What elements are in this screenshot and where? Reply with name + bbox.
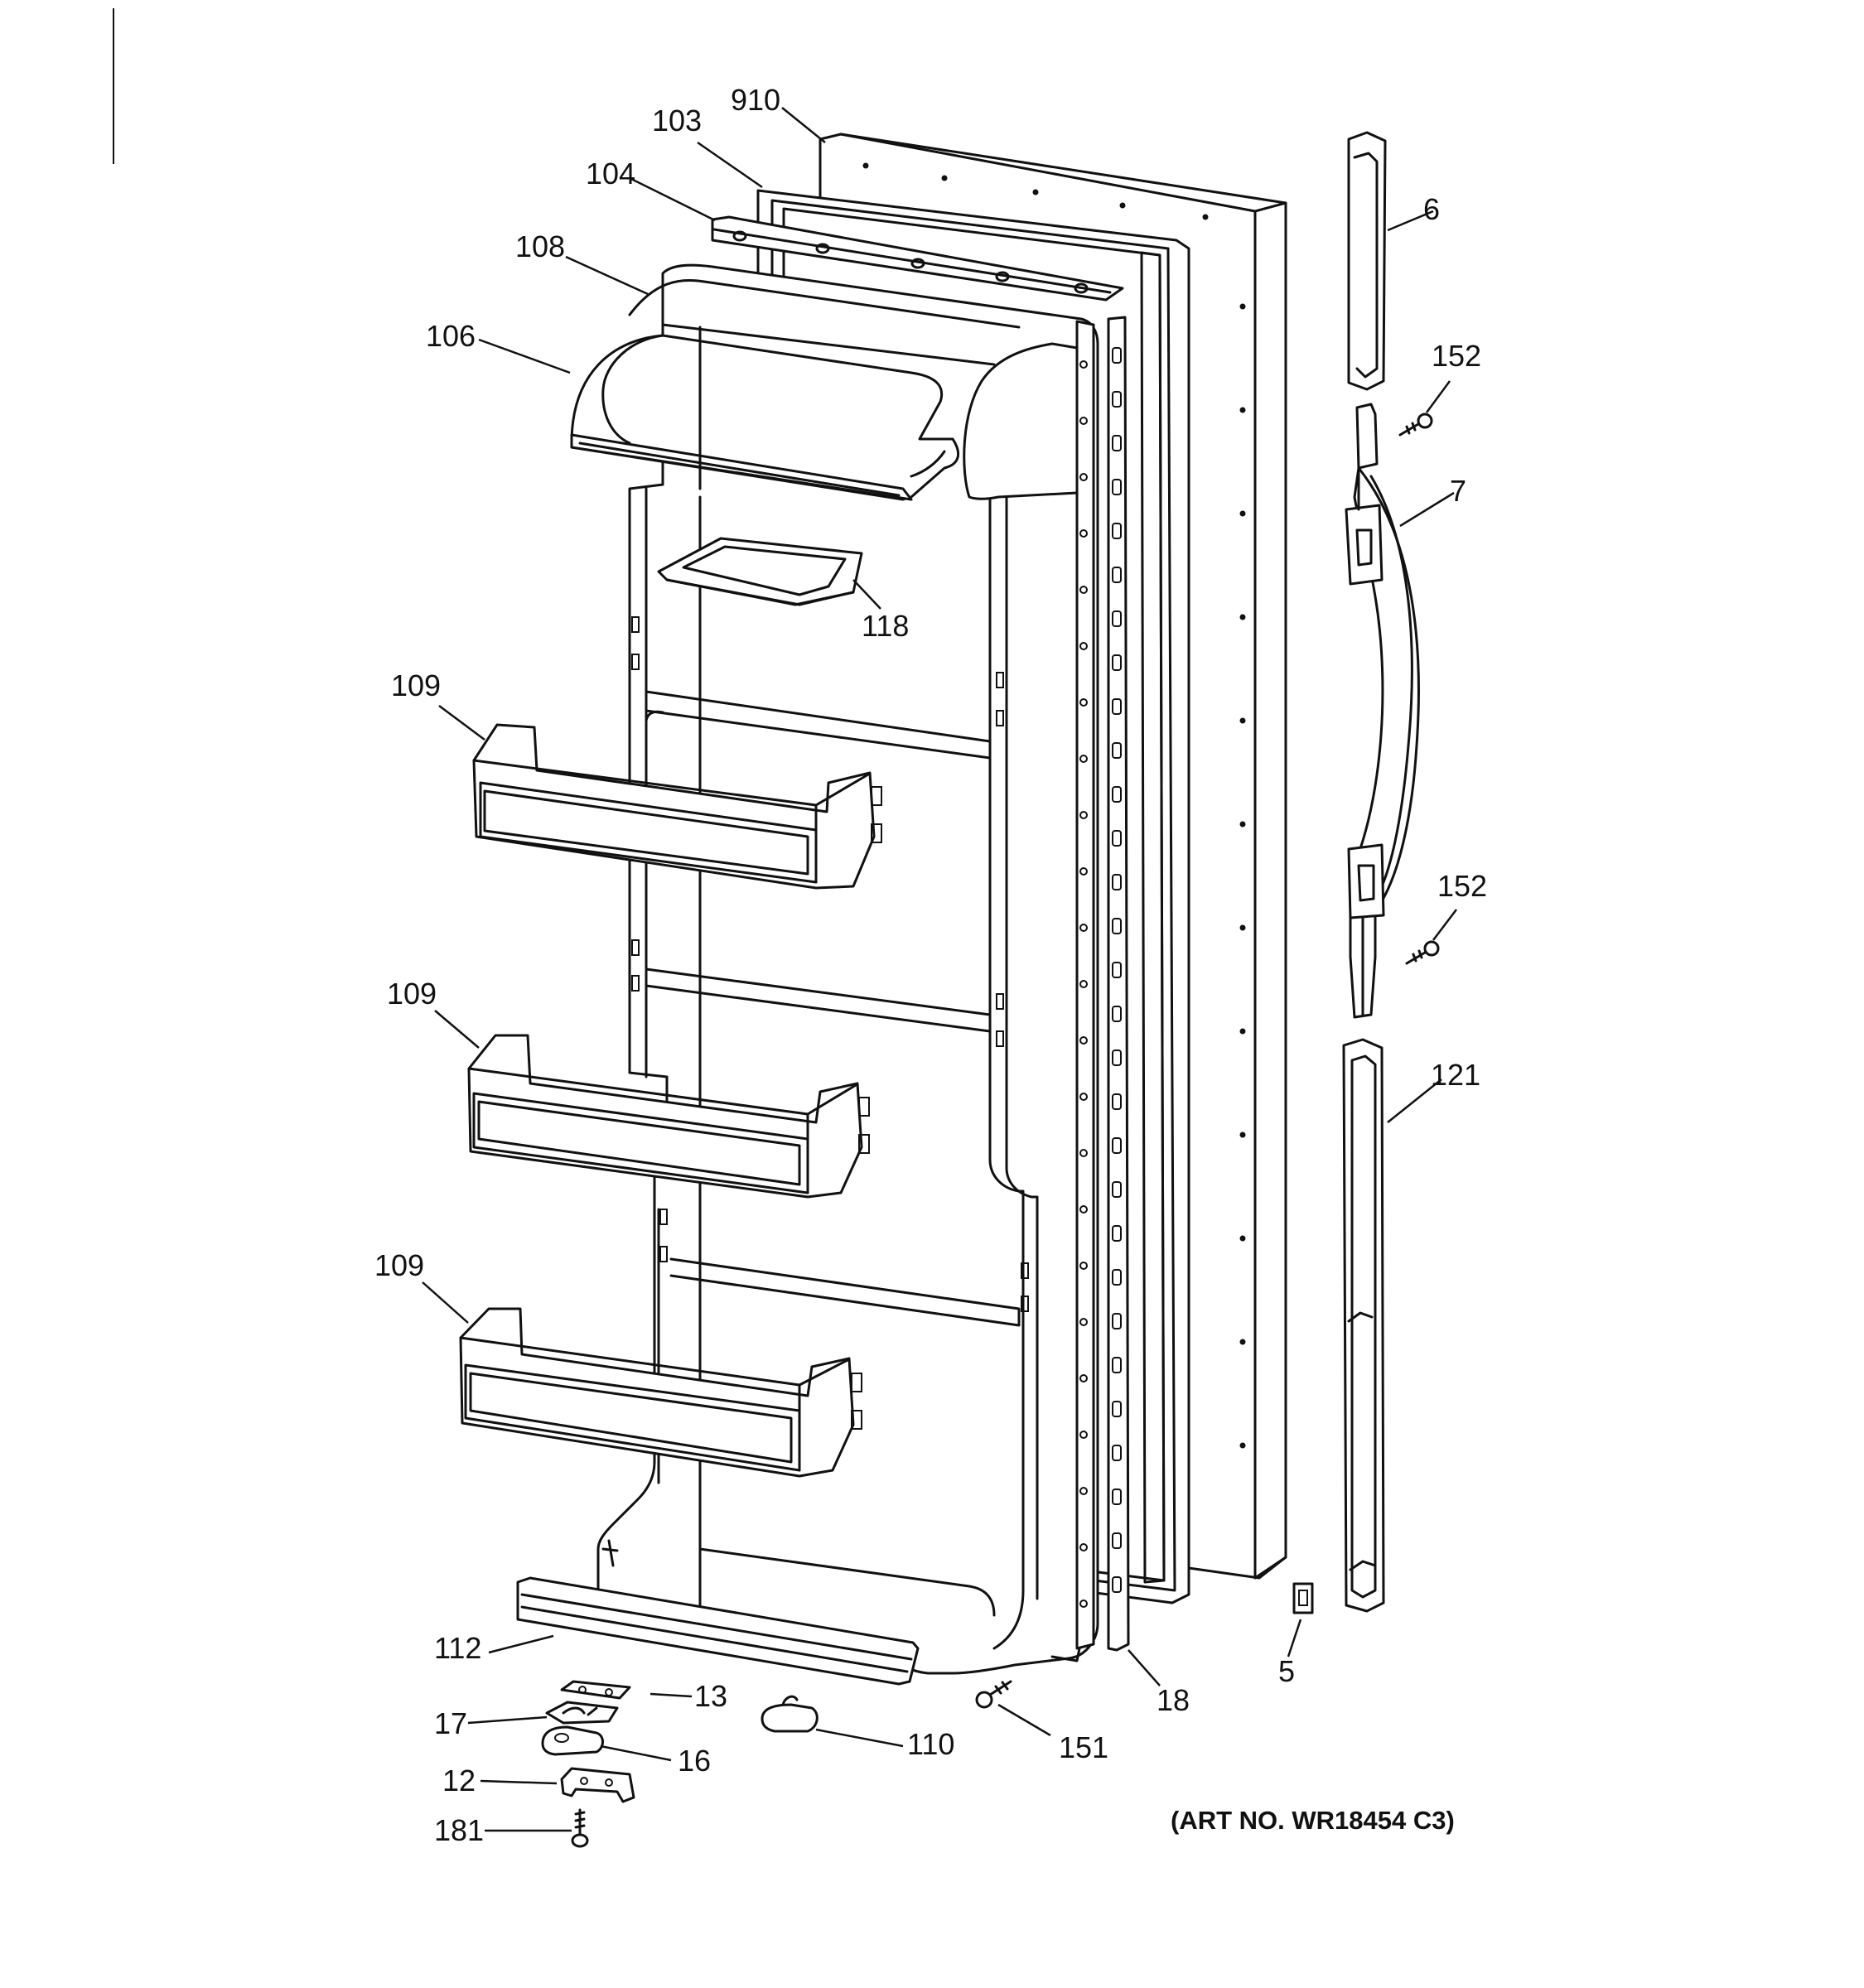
part-18-strip [1107, 316, 1130, 1652]
part-110-door-stop [761, 1695, 819, 1733]
part-152-screw-upper [1398, 413, 1433, 437]
callout-103: 103 [652, 104, 702, 138]
callout-109-middle: 109 [387, 977, 437, 1011]
callout-152-lower: 152 [1437, 869, 1487, 903]
callout-121: 121 [1431, 1058, 1480, 1092]
part-7-handle [1345, 403, 1420, 1019]
part-109-door-bin-upper [472, 723, 882, 890]
callout-13: 13 [694, 1679, 727, 1713]
callout-labels: 910 103 104 108 106 118 109 109 109 112 … [374, 83, 1487, 1847]
callout-7: 7 [1450, 474, 1466, 508]
art-number: (ART NO. WR18454 C3) [1171, 1806, 1455, 1835]
part-109-door-bin-middle [467, 1034, 870, 1199]
callout-104: 104 [586, 157, 635, 191]
callout-109-lower: 109 [374, 1248, 424, 1282]
part-108-door-liner [596, 263, 1099, 1675]
leader-lines [422, 107, 1457, 1832]
part-5-clip [1292, 1582, 1314, 1614]
part-106-dairy-compartment-door [570, 278, 1079, 501]
part-13-hinge-shim [560, 1680, 631, 1700]
part-12-hinge [560, 1767, 635, 1803]
callout-18: 18 [1157, 1683, 1190, 1717]
part-109-door-bin-lower [459, 1307, 862, 1478]
callout-118: 118 [862, 609, 909, 643]
callout-910: 910 [731, 83, 780, 117]
part-17-hinge-bushing [545, 1701, 619, 1725]
callout-17: 17 [434, 1706, 467, 1740]
callout-108: 108 [515, 229, 565, 263]
callout-112: 112 [434, 1631, 481, 1665]
callout-109-upper: 109 [391, 668, 441, 702]
part-104-bracket [711, 215, 1124, 302]
part-181-screw [571, 1808, 589, 1848]
part-121-trim-strip [1342, 1038, 1385, 1613]
part-118-tray [657, 537, 863, 606]
callout-110: 110 [907, 1727, 954, 1761]
part-16-hinge-cam [541, 1725, 604, 1756]
part-6-handle-cap [1347, 131, 1387, 391]
callout-106: 106 [426, 319, 476, 353]
callout-16: 16 [678, 1744, 711, 1778]
callout-12: 12 [442, 1764, 476, 1797]
callout-5: 5 [1278, 1654, 1295, 1688]
part-151-screw [975, 1680, 1012, 1709]
part-112-bottom-trim [516, 1576, 920, 1686]
callout-151: 151 [1059, 1730, 1108, 1764]
part-152-screw-lower [1405, 940, 1440, 965]
callout-6: 6 [1423, 192, 1440, 226]
callout-181: 181 [434, 1813, 484, 1847]
callout-152-upper: 152 [1432, 339, 1481, 373]
